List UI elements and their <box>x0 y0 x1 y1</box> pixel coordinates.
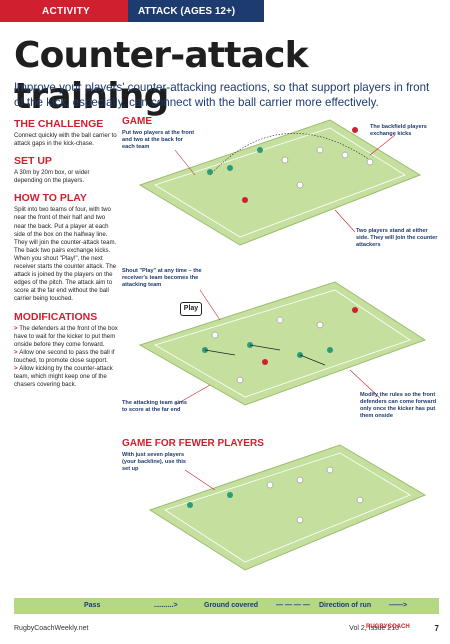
players-group-1 <box>207 127 374 203</box>
challenge-heading: THE CHALLENGE <box>14 118 104 130</box>
pitch-1 <box>138 119 422 246</box>
pitch-2-box <box>154 289 411 398</box>
intro-text: Improve your players' counter-attacking … <box>14 81 430 109</box>
page-number: 7 <box>434 624 439 633</box>
page-title: Counter-attack training <box>14 35 309 117</box>
left-column: THE CHALLENGE Connect quickly with the b… <box>14 118 118 389</box>
modification-item: The defenders at the front of the box ha… <box>14 325 118 349</box>
players-group-3 <box>187 466 364 524</box>
modification-item: Allow kicking by the counter-attack team… <box>14 365 118 389</box>
modifications-heading: MODIFICATIONS <box>14 310 98 323</box>
pitch-3-box <box>164 452 411 563</box>
callout-attacking: The attacking team aims to score at the … <box>122 400 187 413</box>
modifications-list: The defenders at the front of the box ha… <box>14 325 118 390</box>
legend-pass-line: ..........> <box>154 602 178 609</box>
footer-site: RugbyCoachWeekly.net <box>14 625 89 632</box>
kick-arc <box>209 133 371 176</box>
setup-heading: SET UP <box>14 155 52 168</box>
pitch-1-box <box>154 127 406 238</box>
play-bubble: Play <box>180 302 202 316</box>
game-heading: GAME <box>122 116 152 127</box>
callout-sides: Two players stand at either side. They w… <box>356 228 438 248</box>
footer: RugbyCoachWeekly.net Vol 2, Issue 210 7 <box>14 624 439 637</box>
callout-backfield: The backfield players exchange kicks <box>370 124 427 137</box>
legend-bar: Pass ..........> Ground covered — — — — … <box>14 598 439 614</box>
legend-direction-line: ——> <box>389 602 408 609</box>
pitch-2 <box>138 281 427 406</box>
legend-pass: Pass <box>84 602 101 609</box>
challenge-body: Connect quickly with the ball carrier to… <box>14 132 117 148</box>
footer-brand-logo: RUGBYCOACH <box>366 624 410 630</box>
legend-ground: Ground covered <box>204 602 259 609</box>
callout-play: Shout "Play" at any time – the receiver'… <box>122 268 202 288</box>
how-to-play-body: Split into two teams of four, with two n… <box>14 206 117 303</box>
callout-modify: Modify the rules so the front defenders … <box>360 392 437 419</box>
activity-tag: ACTIVITY <box>0 0 128 22</box>
diagram-canvas <box>138 119 427 571</box>
legend-ground-line: — — — — <box>276 602 310 609</box>
callout-setup: Put two players at the front and two at … <box>122 130 195 150</box>
setup-body: A 30m by 20m box, or wider depending on … <box>14 169 90 185</box>
top-bar: ACTIVITY ATTACK (AGES 12+) <box>0 0 450 22</box>
callout-fewer: With just seven players (your backline),… <box>122 452 187 472</box>
fewer-players-heading: GAME FOR FEWER PLAYERS <box>122 438 264 449</box>
how-to-play-heading: HOW TO PLAY <box>14 192 87 205</box>
attack-age-tag: ATTACK (AGES 12+) <box>128 0 264 22</box>
legend-direction: Direction of run <box>319 602 372 609</box>
pitch-3 <box>148 444 427 571</box>
modification-item: Allow one second to pass the ball if tou… <box>14 349 118 365</box>
players-group-2 <box>202 307 358 384</box>
footer-issue: Vol 2, Issue 210 <box>349 625 399 632</box>
